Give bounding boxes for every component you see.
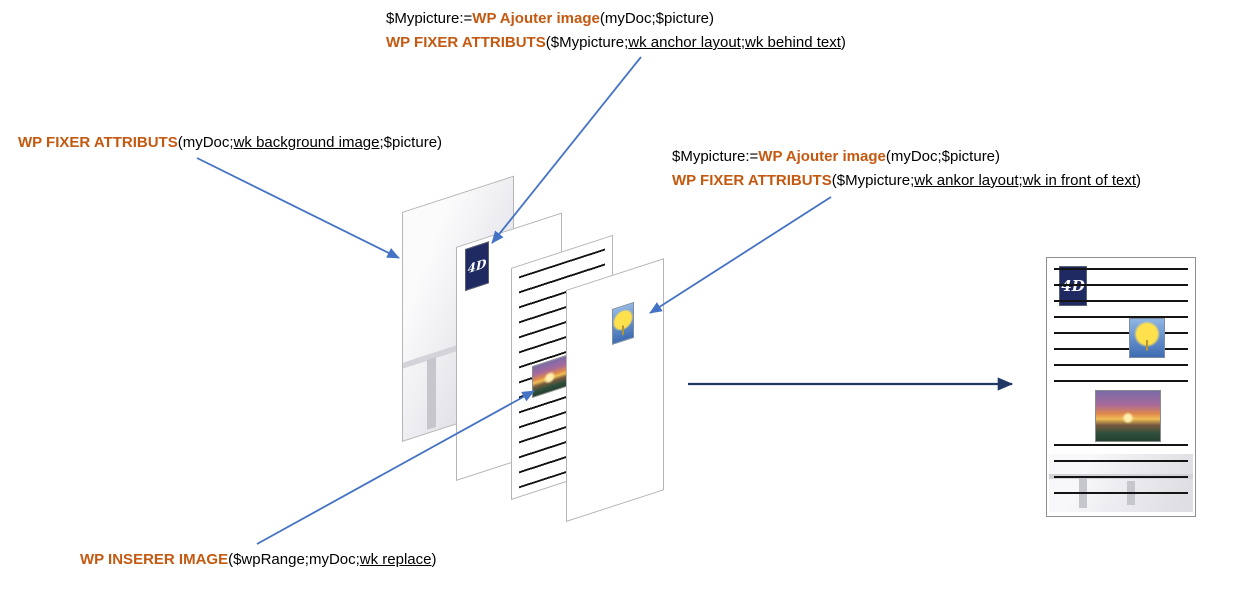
constant-name: wk anchor layout [628,34,741,51]
code-text: ;$picture) [379,134,443,151]
code-text: (myDoc;$picture) [885,148,1001,165]
code-text: $Mypicture:= [672,148,759,165]
annotation-anchor-in-front-of-text: $Mypicture:=WP Ajouter image(myDoc;$pict… [672,145,1141,193]
lightbulb-picture [612,301,634,346]
arrow-right-annotation-to-front-page [649,196,832,314]
text-lines [1054,444,1188,508]
code-text: (myDoc; [177,134,234,151]
landscape-picture [1095,390,1161,442]
code-text: ($wpRange;myDoc; [228,551,360,568]
code-text: $Mypicture:= [386,10,473,27]
code-line: $Mypicture:=WP Ajouter image(myDoc;$pict… [386,7,846,31]
annotation-anchor-behind-text: $Mypicture:=WP Ajouter image(myDoc;$pict… [386,7,846,55]
code-text: ) [840,34,846,51]
code-line: WP FIXER ATTRIBUTS(myDoc;wk background i… [18,131,442,155]
constant-name: wk behind text [745,34,841,51]
command-name: WP INSERER IMAGE [80,551,229,568]
arrow-left-annotation-to-background-page [196,157,400,259]
annotation-background-image: WP FIXER ATTRIBUTS(myDoc;wk background i… [18,131,442,155]
command-name: WP Ajouter image [758,148,886,165]
code-text: ($Mypicture; [831,172,915,189]
code-text: ; [740,34,745,51]
command-name: WP Ajouter image [472,10,600,27]
constant-name: wk background image [233,134,380,151]
text-lines [1054,268,1188,394]
code-text: ) [431,551,437,568]
command-name: WP FIXER ATTRIBUTS [672,172,832,189]
code-text: ; [1018,172,1023,189]
arrow-top-annotation-to-4d-page [491,56,642,244]
page-anchored-in-front-of-text [566,258,664,522]
constant-name: wk ankor layout [914,172,1019,189]
code-line: $Mypicture:=WP Ajouter image(myDoc;$pict… [672,145,1141,169]
4d-logo-picture: 4D [465,241,489,292]
constant-name: wk in front of text [1022,172,1137,189]
code-text: (myDoc;$picture) [599,10,715,27]
code-text: ) [1136,172,1142,189]
code-line: WP FIXER ATTRIBUTS($Mypicture;wk anchor … [386,31,846,55]
lightbulb-picture [1129,318,1165,358]
constant-name: wk replace [359,551,432,568]
code-line: WP FIXER ATTRIBUTS($Mypicture;wk ankor l… [672,169,1141,193]
page-result-document: 4D [1046,257,1196,517]
code-text: ($Mypicture; [545,34,629,51]
command-name: WP FIXER ATTRIBUTS [18,134,178,151]
code-line: WP INSERER IMAGE($wpRange;myDoc;wk repla… [80,548,437,572]
annotation-insert-image: WP INSERER IMAGE($wpRange;myDoc;wk repla… [80,548,437,572]
command-name: WP FIXER ATTRIBUTS [386,34,546,51]
